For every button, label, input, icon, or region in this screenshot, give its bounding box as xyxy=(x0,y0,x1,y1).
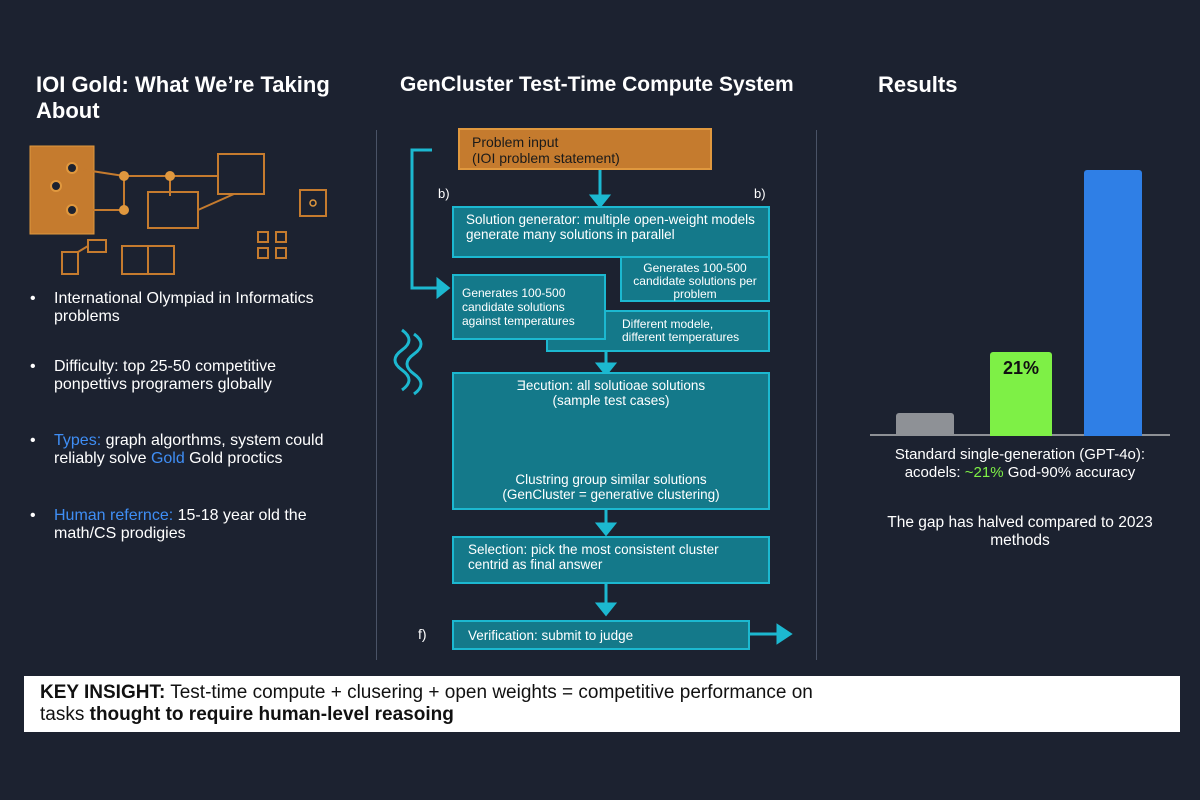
insight-text-1: Test-time compute + clusering + open wei… xyxy=(165,682,813,703)
graph-edges xyxy=(55,153,327,275)
bullet-label: Human refernce: xyxy=(54,507,174,524)
insight-line-1: KEY INSIGHT: Test-time compute + cluseri… xyxy=(40,682,1164,704)
problem-input-text: Problem input (IOI problem statement) xyxy=(472,134,620,166)
results-chart: 21% xyxy=(860,140,1170,436)
generates-left-text: Generates 100-500 candidate solutions ag… xyxy=(462,286,575,328)
insight-prefix: tasks xyxy=(40,704,90,725)
selection-text: Selection: pick the most consistent clus… xyxy=(468,542,719,572)
caption-prefix: acodels: xyxy=(904,464,965,481)
bullet-human: • Human refernce: 15-18 year old the mat… xyxy=(30,507,350,543)
different-models-text: Different modele, different temperatures xyxy=(622,317,740,344)
bullet-text: Types: graph algorthms, system could rel… xyxy=(54,432,350,468)
middle-title: GenCluster Test-Time Compute System xyxy=(400,73,794,96)
result-bar xyxy=(1084,170,1142,436)
bullet-dot: • xyxy=(30,290,36,307)
caption-highlight: ~21% xyxy=(964,464,1004,481)
bullet-body: 15-18 year old the math/CS prodigies xyxy=(54,507,307,542)
bullet-text: International Olympiad in Informatics pr… xyxy=(54,290,314,325)
bullet-highlight: Gold xyxy=(150,450,185,467)
divider-right xyxy=(816,130,817,660)
execution-text: Ǝecution: all solutioae solutions (sampl… xyxy=(516,378,706,408)
graph-nodes xyxy=(50,162,317,216)
bullet-dot: • xyxy=(30,432,36,449)
results-title: Results xyxy=(878,72,958,97)
generates-left-box: Generates 100-500 candidate solutions ag… xyxy=(452,274,606,340)
result-bar xyxy=(990,352,1052,436)
bullet-dot: • xyxy=(30,358,36,375)
graph-illustration xyxy=(29,145,327,275)
bullet-dot: • xyxy=(30,507,36,524)
verification-text: Verification: submit to judge xyxy=(468,628,634,643)
graph-panel xyxy=(29,145,95,235)
divider-left xyxy=(376,130,377,660)
caption-line-2: acodels: ~21% God-90% accuracy xyxy=(850,464,1190,482)
key-insight-banner: KEY INSIGHT: Test-time compute + cluseri… xyxy=(24,676,1180,732)
gap-text: The gap has halved compared to 2023 meth… xyxy=(887,514,1153,549)
generates-right-text: Generates 100-500 candidate solutions pe… xyxy=(633,261,757,301)
execution-clustering-box: Ǝecution: all solutioae solutions (sampl… xyxy=(452,372,770,510)
bullet-text: Difficulty: top 25-50 competitive ponpet… xyxy=(54,358,277,393)
bullet-label: Types: xyxy=(54,432,102,449)
flow-connectors xyxy=(393,148,793,645)
insight-bold: thought to require human-level reasoing xyxy=(89,704,454,725)
selection-box: Selection: pick the most consistent clus… xyxy=(452,536,770,584)
caption-line-1: Standard single-generation (GPT-4o): xyxy=(894,446,1146,463)
label-b-right: b) xyxy=(754,186,766,201)
results-caption: Standard single-generation (GPT-4o): aco… xyxy=(850,446,1190,482)
bullet-types: • Types: graph algorthms, system could r… xyxy=(30,432,350,468)
label-b-left: b) xyxy=(438,186,450,201)
bullet-body: graph algorthms, system could reliably s… xyxy=(54,432,324,467)
bullet-body-2: Gold proctics xyxy=(184,450,283,467)
caption-suffix: God-90% accuracy xyxy=(1003,464,1136,481)
insight-label: KEY INSIGHT: xyxy=(40,682,166,703)
bullet-difficulty: • Difficulty: top 25-50 competitive ponp… xyxy=(30,358,350,394)
clustering-text: Clustring group similar solutions (GenCl… xyxy=(502,472,720,502)
verification-box: Verification: submit to judge xyxy=(452,620,750,650)
solution-generator-box: Solution generator: multiple open-weight… xyxy=(452,206,770,258)
generates-right-box: Generates 100-500 candidate solutions pe… xyxy=(620,256,770,302)
bar-value-label: 21% xyxy=(1002,358,1040,378)
bullet-text: Human refernce: 15-18 year old the math/… xyxy=(54,507,350,543)
insight-line-2: tasks thought to require human-level rea… xyxy=(40,704,1164,726)
solution-generator-text: Solution generator: multiple open-weight… xyxy=(466,212,755,242)
left-title: IOI Gold: What We’re Taking About xyxy=(36,72,330,123)
problem-input-box: Problem input (IOI problem statement) xyxy=(458,128,712,170)
result-bar xyxy=(896,412,954,436)
label-f: f) xyxy=(418,626,427,642)
bullet-ioi: • International Olympiad in Informatics … xyxy=(30,290,350,326)
